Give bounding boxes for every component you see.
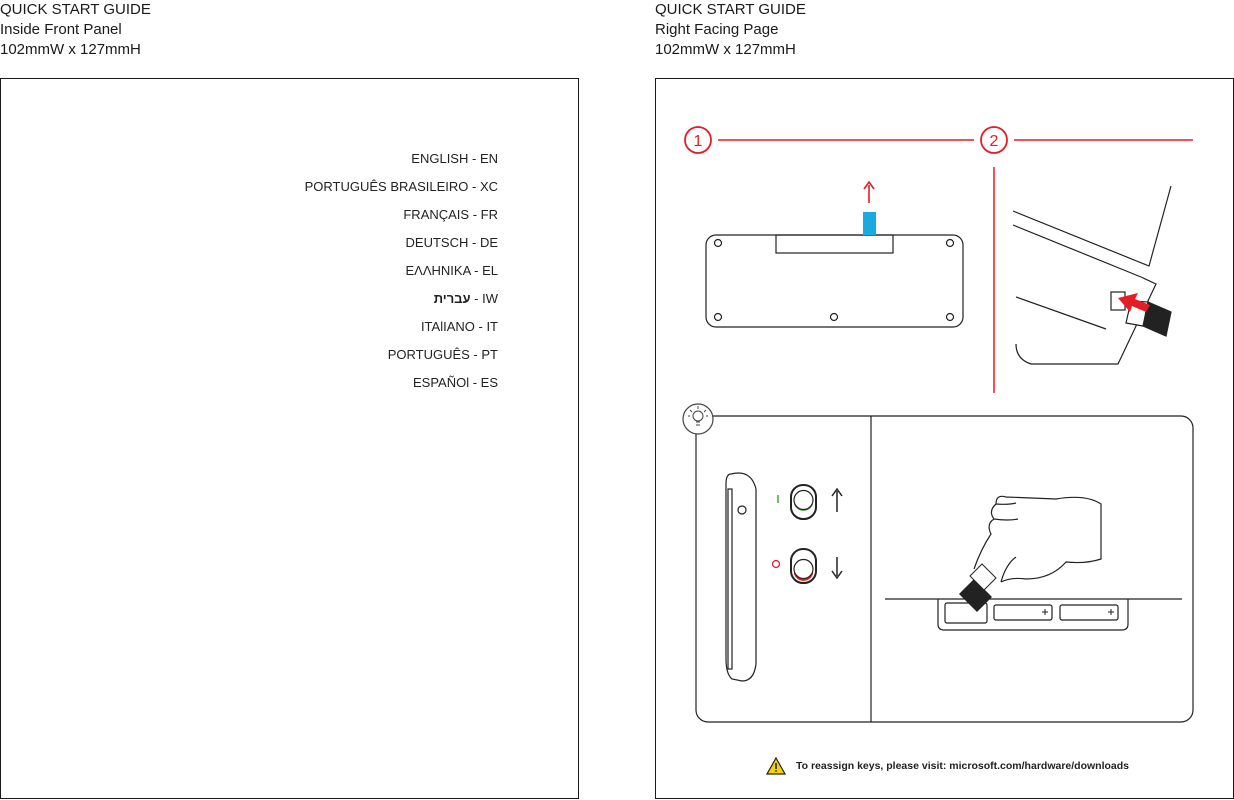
- usb-dongle: [863, 212, 876, 235]
- step-1-number: 1: [694, 133, 703, 150]
- insert-arrow-icon: [1118, 293, 1150, 312]
- laptop-illustration: [1012, 185, 1172, 365]
- nano-receiver-in-hand: [959, 563, 997, 612]
- language-code: ES: [480, 375, 498, 390]
- step-2-icon: 2: [980, 126, 1008, 154]
- language-name: עברית: [433, 291, 471, 306]
- language-code: EL: [482, 263, 498, 278]
- right-header-subtitle: Right Facing Page: [655, 21, 779, 38]
- language-code: IW: [482, 291, 498, 306]
- lightbulb-tip-icon: [682, 403, 714, 435]
- language-item-en[interactable]: ENGLISH - EN: [305, 145, 498, 173]
- language-list: ENGLISH - EN PORTUGUÊS BRASILEIRO - XC F…: [305, 145, 498, 397]
- language-name: ΕΛΛΗΝΙΚΑ: [405, 263, 471, 278]
- warning-icon: [766, 757, 786, 775]
- language-item-xc[interactable]: PORTUGUÊS BRASILEIRO - XC: [305, 173, 498, 201]
- inside-front-panel: ENGLISH - EN PORTUGUÊS BRASILEIRO - XC F…: [0, 78, 579, 799]
- right-header-title: QUICK START GUIDE: [655, 1, 806, 18]
- language-item-it[interactable]: ITAlIANO - IT: [305, 313, 498, 341]
- language-separator: -: [474, 319, 487, 334]
- battery-compartment: [937, 599, 1129, 631]
- language-code: EN: [479, 151, 498, 166]
- warning-notice: To reassign keys, please visit: microsof…: [766, 755, 1129, 777]
- language-name: FRANÇAIS: [403, 207, 470, 222]
- language-item-pt[interactable]: PORTUGUÊS - PT: [305, 341, 498, 369]
- language-item-fr[interactable]: FRANÇAIS - FR: [305, 201, 498, 229]
- language-separator: -: [468, 235, 480, 250]
- language-code: IT: [486, 319, 498, 334]
- language-separator: -: [469, 207, 481, 222]
- language-item-el[interactable]: ΕΛΛΗΝΙΚΑ - EL: [305, 257, 498, 285]
- language-separator: -: [470, 263, 483, 278]
- step-2-number: 2: [990, 133, 999, 150]
- tip-box: [695, 415, 1194, 723]
- setup-illustration: 1 2: [682, 126, 1194, 723]
- left-page-header: QUICK START GUIDE Inside Front Panel 102…: [0, 0, 151, 60]
- language-code: PT: [481, 347, 498, 362]
- up-arrow-icon: [863, 180, 875, 203]
- left-header-dimensions: 102mmW x 127mmH: [0, 41, 141, 58]
- language-item-de[interactable]: DEUTSCH - DE: [305, 229, 498, 257]
- left-header-title: QUICK START GUIDE: [0, 1, 151, 18]
- language-separator: -: [469, 347, 482, 362]
- power-switch-on: [777, 484, 843, 520]
- hand-illustration: [973, 495, 1102, 583]
- language-name: PORTUGUÊS: [387, 347, 470, 362]
- language-code: FR: [480, 207, 498, 222]
- language-separator: -: [468, 151, 480, 166]
- language-item-es[interactable]: ESPAÑOl - ES: [305, 369, 498, 397]
- language-name: ESPAÑOl: [412, 375, 470, 390]
- language-item-iw[interactable]: עברית - IW: [305, 285, 498, 313]
- language-name: ENGLISH: [411, 151, 469, 166]
- language-name: PORTUGUÊS BRASILEIRO: [304, 179, 469, 194]
- language-code: DE: [479, 235, 498, 250]
- right-header-dimensions: 102mmW x 127mmH: [655, 41, 796, 58]
- keyboard-underside: [705, 234, 964, 328]
- right-page-header: QUICK START GUIDE Right Facing Page 102m…: [655, 0, 806, 60]
- left-header-subtitle: Inside Front Panel: [0, 21, 122, 38]
- language-code: XC: [479, 179, 498, 194]
- language-separator: -: [470, 291, 483, 306]
- language-name: ITAlIANO: [420, 319, 475, 334]
- keyboard-side-view: [725, 472, 757, 682]
- battery-plus-icon: [1042, 609, 1114, 615]
- language-separator: -: [469, 375, 481, 390]
- power-switch-off: [771, 548, 843, 584]
- right-facing-page: 1 2: [655, 78, 1234, 799]
- language-name: DEUTSCH: [405, 235, 469, 250]
- language-separator: -: [468, 179, 480, 194]
- warning-text: To reassign keys, please visit: microsof…: [796, 760, 1129, 772]
- step-1-icon: 1: [684, 126, 712, 154]
